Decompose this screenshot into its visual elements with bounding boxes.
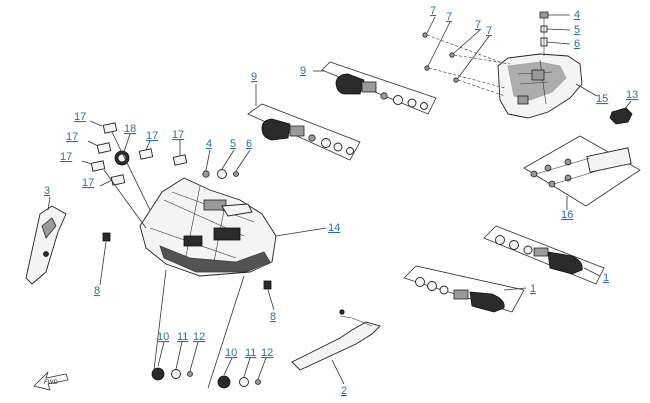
leader-lines [47,14,632,389]
fwd-label: FWD [44,380,58,386]
rear-turn-signal-lower[interactable] [247,103,361,161]
grommet-stack-left [151,367,193,381]
callout-4[interactable]: 4 [574,9,580,21]
tail-screw-nut-washer [539,11,549,56]
headlight-assembly[interactable] [139,177,277,277]
callout-1[interactable]: 1 [603,272,609,284]
callout-18[interactable]: 18 [124,123,136,135]
rear-turn-signal-upper[interactable] [321,61,437,115]
callout-12[interactable]: 12 [261,347,273,359]
callout-9[interactable]: 9 [300,65,306,77]
plate-holder-kit[interactable] [523,135,641,207]
callout-8[interactable]: 8 [94,285,100,297]
callout-2[interactable]: 2 [341,385,347,397]
callout-7[interactable]: 7 [430,5,436,17]
callout-17[interactable]: 17 [172,129,184,141]
callout-17[interactable]: 17 [60,151,72,163]
callout-7[interactable]: 7 [446,11,452,23]
tail-light-assembly[interactable] [497,53,583,119]
callout-15[interactable]: 15 [596,93,608,105]
callout-11[interactable]: 11 [177,331,188,343]
callout-4[interactable]: 4 [206,138,212,150]
callout-10[interactable]: 10 [157,331,169,343]
callout-17[interactable]: 17 [66,131,78,143]
callout-17[interactable]: 17 [74,111,86,123]
callout-10[interactable]: 10 [225,347,237,359]
callout-14[interactable]: 14 [328,222,340,234]
callout-labels: 7 7 7 7 4 5 6 15 13 9 9 17 17 17 17 17 1… [44,5,638,397]
callout-17[interactable]: 17 [82,177,94,189]
tail-mount-bolts [422,32,511,97]
clip-bottom [263,280,272,290]
callout-13[interactable]: 13 [626,89,638,101]
headlight-screws [202,169,239,179]
front-turn-signal-upper[interactable] [483,225,605,285]
reflector-stickers [90,122,188,186]
callout-17[interactable]: 17 [146,130,158,142]
callout-7[interactable]: 7 [475,19,481,31]
grommet-stack-right [217,375,261,389]
callout-6[interactable]: 6 [246,138,252,150]
callout-5[interactable]: 5 [230,138,236,150]
callout-9[interactable]: 9 [251,71,257,83]
callout-12[interactable]: 12 [193,331,205,343]
right-headlight-bracket[interactable] [291,309,381,371]
callout-6[interactable]: 6 [574,38,580,50]
callout-1[interactable]: 1 [530,283,536,295]
left-headlight-bracket[interactable] [25,205,67,285]
callout-8[interactable]: 8 [270,311,276,323]
callout-11[interactable]: 11 [245,347,256,359]
clip-left [102,232,111,242]
forward-direction-arrow: FWD [33,371,69,391]
callout-7[interactable]: 7 [486,25,492,37]
front-turn-signal-lower[interactable] [403,265,525,313]
callout-16[interactable]: 16 [561,209,573,221]
callout-5[interactable]: 5 [574,24,580,36]
callout-3[interactable]: 3 [44,185,50,197]
headlight-cap [114,150,130,166]
license-light[interactable] [609,107,633,125]
